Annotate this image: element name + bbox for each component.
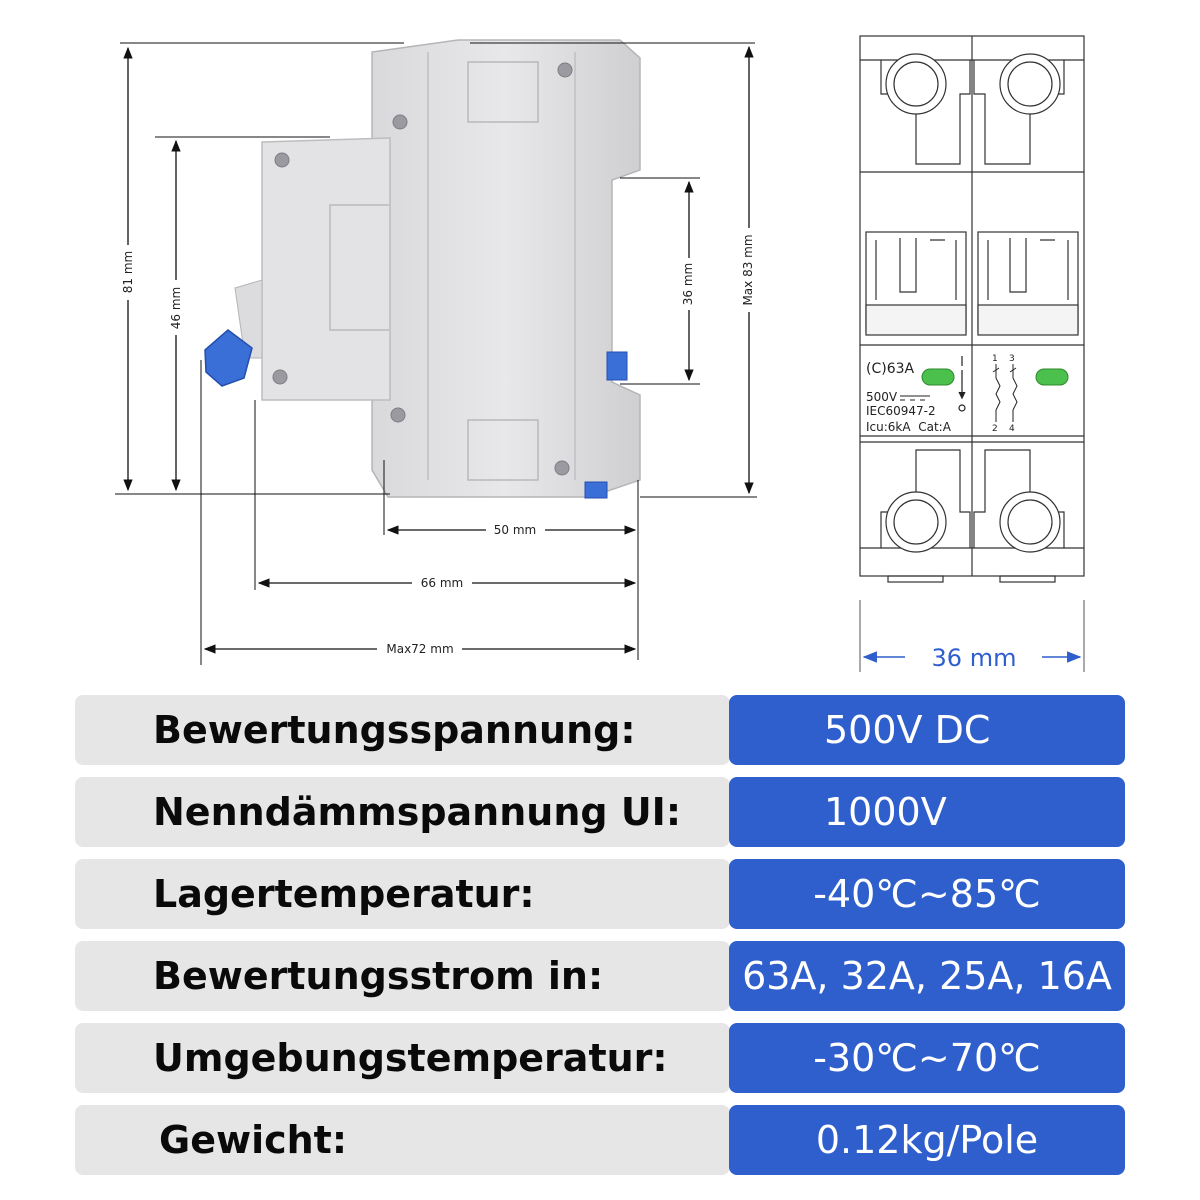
dim-label-46: 46 mm [169,287,183,329]
spec-label: Bewertungsstrom in: [75,941,730,1011]
spec-label: Nenndämmspannung UI: [75,777,730,847]
spec-label: Gewicht: [75,1105,730,1175]
dim-height-81: 81 mm [121,46,135,492]
dim-height-46: 46 mm [169,139,183,492]
green-status-indicator-2 [1035,368,1069,386]
breaker-side-view [204,39,641,499]
spec-label: Umgebungstemperatur: [75,1023,730,1093]
circuit-symbol-icon [992,364,1018,422]
dim-depth-66: 66 mm [257,576,637,590]
on-off-indicator-icon [958,356,966,412]
dc-symbol-icon [900,395,930,401]
dim-label-72: Max72 mm [386,642,453,656]
spec-row: Lagertemperatur: -40℃~85℃ [75,859,1125,929]
terminal-4: 4 [1009,424,1015,434]
spec-label: Bewertungsspannung: [75,695,730,765]
dim-label-66: 66 mm [421,576,463,590]
spec-value: 63A, 32A, 25A, 16A [729,941,1125,1011]
breaker-front-view [859,35,1085,583]
breaker-dimension-diagram: 81 mm 46 mm 36 mm Max 83 mm 50 mm 66 mm … [115,35,1085,672]
dim-label-81: 81 mm [121,251,135,293]
spec-row: Bewertungsstrom in: 63A, 32A, 25A, 16A [75,941,1125,1011]
dim-width-36: 36 mm [859,600,1085,672]
spec-value: -30℃~70℃ [729,1023,1125,1093]
spec-label: Lagertemperatur: [75,859,730,929]
spec-table: Bewertungsspannung: 500V DC Nenndämmspan… [75,695,1125,1187]
dim-label-50: 50 mm [494,523,536,537]
voltage-text: 500V [866,390,898,404]
spec-value: 500V DC [729,695,1125,765]
dim-label-36-width: 36 mm [932,644,1017,672]
terminal-screw-icon [880,53,971,165]
spec-row: Nenndämmspannung UI: 1000V [75,777,1125,847]
spec-row: Bewertungsspannung: 500V DC [75,695,1125,765]
spec-row: Umgebungstemperatur: -30℃~70℃ [75,1023,1125,1093]
capacity-text: Icu:6kA Cat:A [866,420,952,434]
terminal-3: 3 [1009,354,1015,364]
spec-value: -40℃~85℃ [729,859,1125,929]
dim-rail-36: 36 mm [681,180,695,382]
green-status-indicator [921,368,955,386]
extension-lines [115,42,757,665]
spec-value: 0.12kg/Pole [729,1105,1125,1175]
terminal-2: 2 [992,424,998,434]
front-label: (C)63A 500V IEC60947-2 Icu:6kA Cat:A 1 3… [866,354,1069,434]
dim-max-height-83: Max 83 mm [741,45,755,495]
dim-label-83: Max 83 mm [741,234,755,305]
dim-depth-max72: Max72 mm [203,642,637,656]
spec-value: 1000V [729,777,1125,847]
dim-depth-50: 50 mm [386,523,637,537]
terminal-1: 1 [992,354,998,364]
rating-text: (C)63A [866,361,915,377]
handle-icon [204,329,253,387]
spec-row: Gewicht: 0.12kg/Pole [75,1105,1125,1175]
dim-label-36-rail: 36 mm [681,263,695,305]
standard-text: IEC60947-2 [866,404,936,418]
